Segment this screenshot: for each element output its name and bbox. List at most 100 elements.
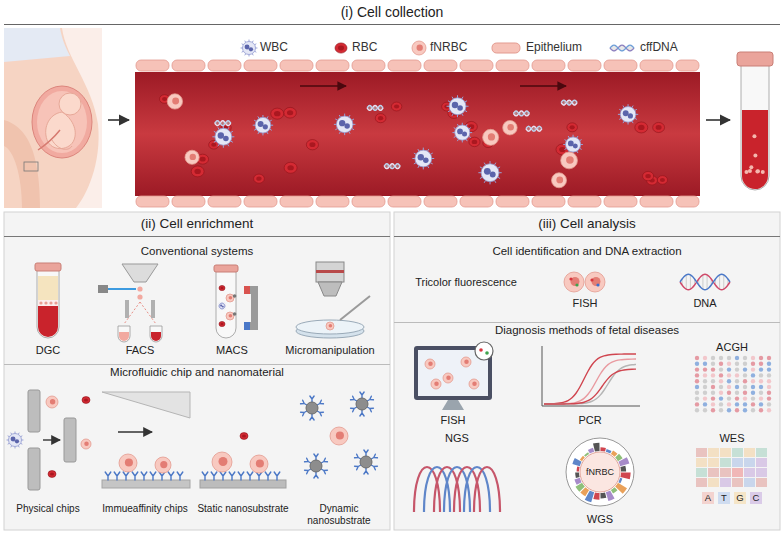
cell-free-dna [215,121,231,126]
pregnant-woman-figure [52,140,72,149]
white-blood-cell [490,161,491,164]
red-blood-cell [378,116,383,120]
acgh-array [735,367,739,371]
section-heading: (i) Cell collection [4,2,780,25]
antibody-symbol [114,472,120,480]
method-label: DGC [36,344,60,357]
epithelial-cell [316,60,349,71]
cell-free-dna [513,111,529,116]
fetal-nucleated-red-cell [155,457,171,473]
method-label: DNA [693,297,716,310]
fetal-nucleated-red-cell [561,152,578,169]
fish-cells [575,283,578,286]
red-blood-cell [643,171,654,180]
white-blood-cell [336,116,353,133]
acgh-array [759,385,763,389]
fetal-nucleated-red-cell [564,272,584,292]
acgh-array [703,356,707,360]
acgh-array [767,379,771,383]
fetal-nucleated-red-cell [488,133,495,140]
acgh-array [711,402,715,406]
nanobead [306,402,318,414]
acgh-array [703,391,707,395]
blood-collection-tube [753,153,757,157]
acgh-array [767,356,771,360]
epithelial-cell [568,196,601,207]
white-blood-cell [568,141,574,147]
white-blood-cell [498,177,500,178]
micromanipulator [318,282,342,296]
pcr-chart [542,346,640,406]
immunoaffinity-chip [102,480,190,488]
acgh-array [743,373,747,377]
acgh-array [703,402,707,406]
acgh-array [759,396,763,400]
red-blood-cell [162,97,167,101]
wes-heatmap [732,468,743,477]
cell-free-dna [513,111,529,116]
wgs-circos [566,438,634,506]
legend-text: fNRBC [430,40,467,54]
red-blood-cell [635,122,648,133]
antibody-symbol [114,472,120,480]
white-blood-cell [455,125,470,140]
fetal-nucleated-red-cell [446,376,451,381]
fetal-nucleated-red-cell [585,272,605,292]
centrifuge-tube [39,301,42,304]
red-blood-cell [271,108,284,119]
cell-free-dna [367,106,383,111]
red-blood-cell [242,434,246,437]
method-label: WES [719,432,744,445]
fetal-nucleated-red-cell [172,98,179,105]
magnet [244,286,258,330]
ngs-reads [464,467,490,512]
wes-heatmap [718,492,730,504]
subsection-heading: Diagnosis methods of fetal diseases [394,323,780,337]
red-blood-cell [200,157,206,162]
fetal-nucleated-red-cell [330,427,348,445]
red-blood-cell [656,125,662,130]
acgh-array [727,367,731,371]
white-blood-cell [623,110,629,116]
red-blood-cell [653,122,665,132]
acgh-array [751,396,755,400]
white-blood-cell [418,154,424,160]
cell-free-dna [526,126,542,131]
epithelial-cell [532,60,565,71]
wes-heatmap [744,448,755,457]
white-blood-cell [258,121,264,127]
white-blood-cell [253,115,273,135]
blood-cells [159,94,667,188]
antibody-symbol [220,472,226,480]
acgh-array [711,356,715,360]
acgh-array [735,362,739,366]
white-blood-cell [457,105,463,111]
magnetic-separation-tube [214,265,238,272]
center-label: fNRBC [586,467,614,477]
fetal-nucleated-red-cell [552,173,567,188]
antibody-symbol [360,410,364,416]
wgs-circos [580,452,620,492]
acgh-array [751,373,755,377]
facs-sorter [98,264,158,324]
immunoaffinity-chip [102,392,190,488]
white-blood-cell [255,117,271,133]
acgh-array [719,391,723,395]
monitor-fish [475,342,493,360]
acgh-array [759,391,763,395]
fetal-nucleated-red-cell [552,173,567,188]
white-blood-cell [218,302,225,309]
cell-free-dna [561,100,577,105]
acgh-array [743,362,747,366]
fetal-nucleated-red-cell [336,432,344,440]
acgh-array [719,367,723,371]
red-blood-cell [219,321,225,326]
antibody-symbol [202,472,208,480]
fetal-nucleated-red-cell [229,296,233,300]
red-blood-cell [567,123,578,132]
red-blood-cell [274,111,280,116]
acgh-array [759,408,763,412]
facs-sorter [125,300,129,318]
red-blood-cell [219,321,225,326]
